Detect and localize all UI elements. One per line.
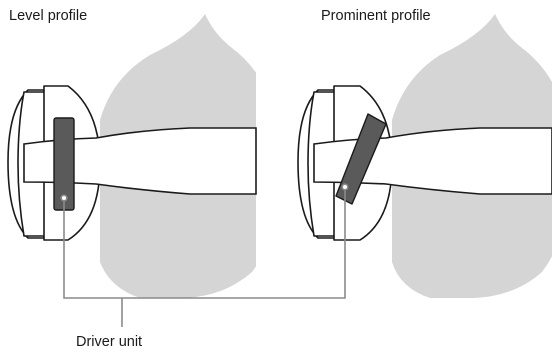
prominent-profile-illustration <box>297 14 552 298</box>
driver-unit-prominent <box>335 113 387 205</box>
prominent-profile-label: Prominent profile <box>321 8 431 24</box>
callout-dot-right <box>341 183 349 191</box>
driver-unit-callout <box>60 183 349 327</box>
callout-dot-left <box>60 194 68 202</box>
level-profile-label: Level profile <box>9 8 88 24</box>
level-profile-illustration <box>7 14 257 298</box>
driver-unit-label: Driver unit <box>76 334 143 350</box>
callout-line <box>63 187 346 299</box>
